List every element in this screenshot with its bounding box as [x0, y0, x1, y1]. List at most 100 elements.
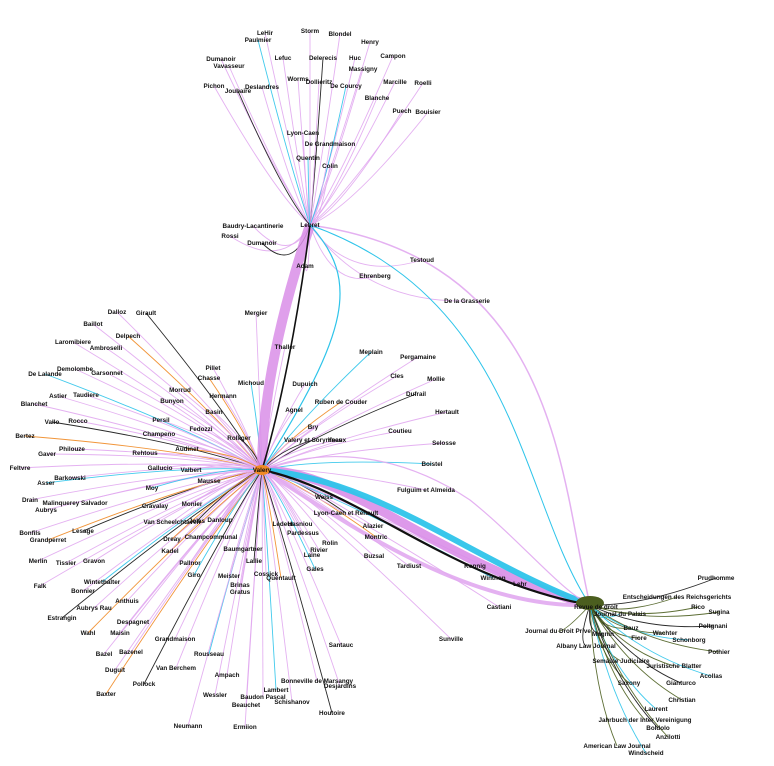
node-label: Bonneville de Marsangy: [281, 678, 354, 685]
node-label: Falk: [34, 583, 47, 590]
edge: [257, 39, 311, 226]
node-label: Wachter: [653, 630, 678, 637]
node-label: Astier: [49, 393, 67, 400]
node-label: Hermann: [209, 393, 236, 400]
node-label: Pillet: [205, 365, 221, 372]
node-label: Gaver: [38, 451, 56, 458]
node-label: Van Scheelchtaven: [143, 519, 200, 526]
node-label: Massigny: [349, 66, 378, 73]
node-label: Meplain: [359, 349, 383, 356]
node-label: Bonfils: [19, 530, 41, 537]
edge: [19, 463, 263, 471]
node-label: De la Grasserie: [444, 298, 490, 305]
node-label: Tardiust: [397, 563, 422, 570]
node-label: Henry: [361, 39, 379, 46]
node-label: Prudhomme: [698, 575, 735, 582]
node-label: Pergamaine: [400, 354, 436, 361]
node-label: Ampach: [215, 672, 240, 679]
node-label: Grandmaison: [155, 636, 196, 643]
edge: [175, 469, 263, 669]
node-label: Gratus: [230, 589, 251, 596]
node-label: Malinquerey Salvador: [42, 500, 108, 507]
node-label: Champeno: [143, 431, 176, 438]
node-label: Christian: [668, 697, 695, 704]
edge: [309, 55, 394, 226]
node-label: De Courcy: [330, 83, 362, 90]
edge: [261, 469, 333, 714]
edge-bundle-valery-right-cyan: [261, 467, 592, 608]
node-label: De Grandmaison: [305, 141, 356, 148]
node-label: Feltvre: [10, 465, 31, 472]
node-label: Huc: [349, 55, 361, 62]
edge: [261, 469, 267, 575]
node-label: Journal du Droit Prive: [525, 628, 591, 635]
node-label: Taudiere: [73, 392, 99, 399]
node-label: Ambroselli: [90, 345, 123, 352]
edge: [309, 143, 331, 226]
edge: [582, 604, 591, 647]
edge-bundle-lebret-right: [309, 224, 591, 606]
edge: [589, 604, 659, 729]
node-label: Rico: [691, 604, 705, 611]
node-label: Marcille: [383, 79, 407, 86]
node-label: Despagnet: [117, 619, 150, 626]
node-label: Champcommunal: [185, 534, 238, 541]
node-label: Agnel: [285, 407, 303, 414]
node-label: Selosse: [432, 440, 456, 447]
hub-label: Lebret: [300, 222, 320, 229]
node-label: Dumanoir: [247, 240, 277, 247]
edge: [47, 469, 263, 541]
node-label: Drain: [22, 497, 38, 504]
node-label: Moy: [146, 485, 159, 492]
node-label: Bertez: [15, 433, 34, 440]
edge-bundle-lebret-right-cyan: [309, 224, 591, 606]
node-label: Ruben de Couder: [315, 399, 368, 406]
node-label: Juristische Blatter: [647, 663, 702, 670]
edge: [261, 469, 264, 698]
edge: [589, 604, 669, 738]
node-label: Lallie: [246, 558, 263, 565]
node-label: Philouze: [59, 446, 85, 453]
node-label: Rolliger: [227, 435, 251, 442]
node-label: Giro: [188, 572, 201, 579]
edge-layer: [19, 31, 720, 754]
node-label: Lyon-Caen: [287, 130, 319, 137]
node-label: LeHir: [257, 30, 274, 37]
edge: [106, 372, 263, 471]
node-label: Semaine Judiciaire: [592, 658, 650, 665]
node-label: Boistel: [422, 461, 443, 468]
node-label: Blanchet: [21, 401, 48, 408]
edge: [589, 604, 720, 617]
node-label: Blanche: [365, 95, 390, 102]
node-label: Gianturco: [666, 680, 696, 687]
edge: [282, 57, 311, 226]
edge: [261, 375, 398, 471]
edge-bundle-valery-right-pink: [260, 468, 591, 608]
node-label: Kadel: [161, 548, 178, 555]
node-label: Schishanov: [274, 699, 310, 706]
node-label: Pothier: [708, 649, 730, 656]
node-label: Baudon Pascal: [240, 694, 285, 701]
node-label: Brinas: [230, 582, 250, 589]
node-label: Alazier: [363, 523, 384, 530]
node-label: Houtoire: [319, 710, 345, 717]
node-label: Cravalay: [142, 503, 169, 510]
node-label: Rocco: [68, 418, 87, 425]
edge: [151, 468, 263, 489]
node-label: Bouisier: [415, 109, 441, 116]
node-label: Mausse: [197, 478, 221, 485]
node-label: Audinet: [175, 446, 199, 453]
edge: [309, 97, 378, 226]
node-label: Monier: [182, 501, 203, 508]
edge: [589, 604, 720, 653]
edge: [61, 469, 263, 619]
node-label: Hertault: [435, 409, 460, 416]
node-label: Anthuis: [115, 598, 139, 605]
node-label: Adam: [296, 263, 314, 270]
node-label: Pichon: [204, 83, 225, 90]
edge: [589, 604, 618, 747]
node-label: Journal du Palais: [594, 611, 647, 618]
node-label: Bazel: [96, 651, 113, 658]
node-label: Desjardins: [324, 683, 357, 690]
